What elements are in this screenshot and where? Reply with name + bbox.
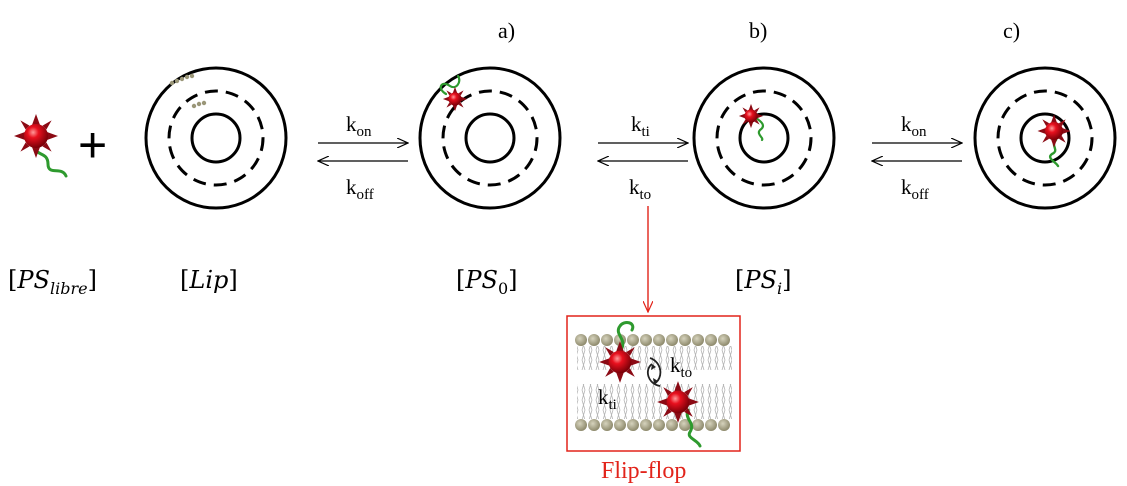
flip-flop-inset: kto kti [566,315,741,452]
liposome-ps-outer-leaflet [418,66,562,210]
inserted-photosensitizer-icon [738,103,765,142]
liposome-empty [144,66,288,210]
equilibrium-arrows-binding [318,143,408,161]
flop-arrow-icon [646,363,661,387]
liposome-inner-membrane [464,112,516,164]
stage-label-b: b) [749,18,767,43]
inner-leaflet-photosensitizer-icon [657,381,702,448]
equilibrium-arrows-internalization [872,143,962,161]
stage-label-a: a) [498,18,515,43]
liposome-ps-core [973,66,1117,210]
core-photosensitizer-icon [1037,114,1071,168]
rate-constant-k-off-2: koff [901,175,929,203]
rate-constant-k-off: koff [346,175,374,203]
inset-k-ti: kti [598,385,617,413]
stage-label-c: c) [1003,18,1020,43]
liposome-outer-membrane [692,66,836,210]
outer-leaflet-photosensitizer-icon [599,321,641,383]
liposome-inner-membrane [190,112,242,164]
flip-flop-caption: Flip-flop [601,458,686,484]
liposome-outer-membrane [973,66,1117,210]
lipid-heads-icon [169,73,207,109]
bound-photosensitizer-icon [439,74,468,112]
species-ps-libre: [PSlibre] [8,266,97,298]
rate-constant-k-on: kon [346,112,372,140]
species-ps-i: [PSi] [735,266,791,298]
rate-constant-k-ti: kti [631,112,650,140]
species-lip: [Lip] [180,266,238,294]
rate-constant-k-to: kto [629,175,651,203]
liposome-middle-membrane [167,89,265,187]
liposome-middle-membrane [441,89,539,187]
rate-constant-k-on-2: kon [901,112,927,140]
liposome-middle-membrane [996,89,1094,187]
liposome-inner-membrane [1019,112,1071,164]
free-photosensitizer-molecule-icon [14,114,68,178]
plus-sign: + [78,117,107,173]
species-ps-0: [PS0] [456,266,518,298]
liposome-middle-membrane [715,89,813,187]
liposome-inner-membrane [738,112,790,164]
bilayer-upper [575,334,732,370]
equilibrium-arrows-translocation [598,143,688,161]
liposome-outer-membrane [144,66,288,210]
liposome-outer-membrane [418,66,562,210]
inset-k-to: kto [670,353,692,381]
liposome-ps-inner-leaflet [692,66,836,210]
bilayer-lower [575,384,732,431]
